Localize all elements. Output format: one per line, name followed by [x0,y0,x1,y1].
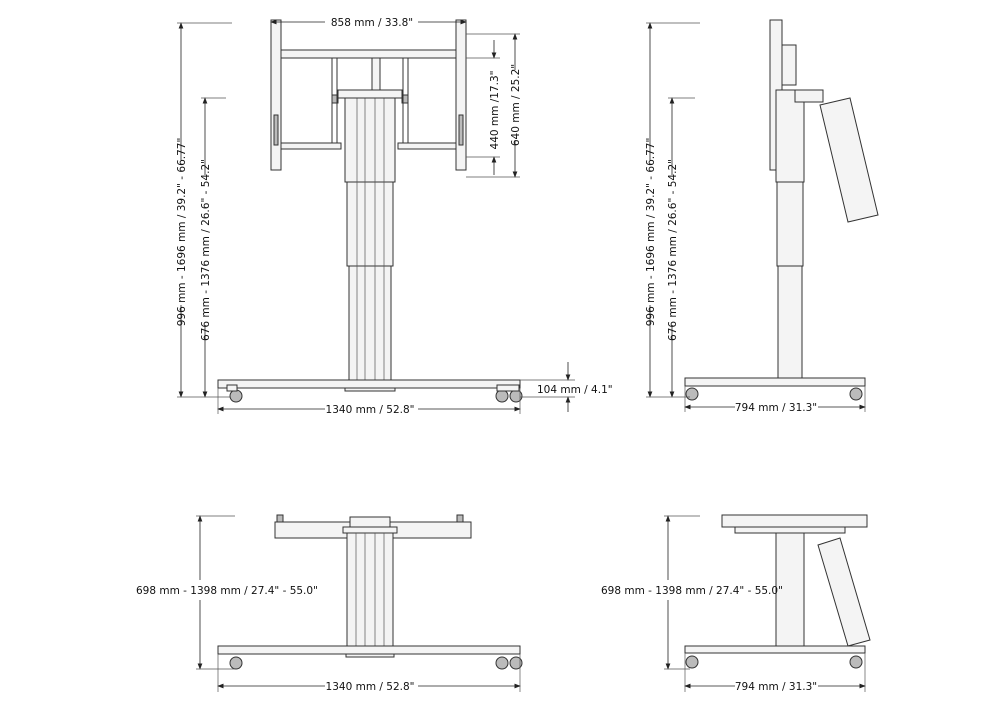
side-height-top-label: 996 mm - 1696 mm / 39.2" - 66.77" [645,138,657,327]
caster-wheel [229,389,243,403]
caster-wheel [229,656,243,670]
dimension-lines: 858 mm / 33.8" 440 mm /17.3" 640 mm / 25… [176,17,613,416]
mount-width-label: 858 mm / 33.8" [331,17,413,29]
side-view-table: 698 mm - 1398 mm / 27.4" - 55.0" 794 mm … [601,514,871,693]
caster-wheel [849,655,863,669]
side-table-base-depth-label: 794 mm / 31.3" [735,681,817,693]
front-view-table: 698 mm - 1398 mm / 27.4" - 55.0" 1340 mm… [136,514,523,693]
base-width-label: 1340 mm / 52.8" [326,404,415,416]
side-base-depth-label: 794 mm / 31.3" [735,402,817,414]
height-top-label: 996 mm - 1696 mm / 39.2" - 66.77" [176,138,188,327]
height-center-label: 676 mm - 1376 mm / 26.6" - 54.2" [200,159,212,341]
base [217,379,523,403]
caster-wheel [495,656,509,670]
display-panel [721,514,868,528]
tilt-tray [817,537,871,647]
side-view-raised: 996 mm - 1696 mm / 39.2" - 66.77" 676 mm… [645,19,879,414]
lift-column [331,54,409,381]
side-height-center-label: 676 mm - 1376 mm / 26.6" - 54.2" [667,159,679,341]
caster-wheel [495,389,509,403]
vesa-440-label: 440 mm /17.3" [489,71,501,150]
table-base-width-label: 1340 mm / 52.8" [326,681,415,693]
tilt-tray [819,97,879,223]
front-view-raised: 858 mm / 33.8" 440 mm /17.3" 640 mm / 25… [176,17,613,416]
base-height-label: 104 mm / 4.1" [537,384,613,396]
table-height-label: 698 mm - 1398 mm / 27.4" - 55.0" [136,585,318,597]
vesa-640-label: 640 mm / 25.2" [510,64,522,146]
caster-wheel [849,387,863,401]
side-table-height-label: 698 mm - 1398 mm / 27.4" - 55.0" [601,585,783,597]
caster-wheel [685,387,699,401]
caster-wheel [685,655,699,669]
caster-wheel [509,656,523,670]
